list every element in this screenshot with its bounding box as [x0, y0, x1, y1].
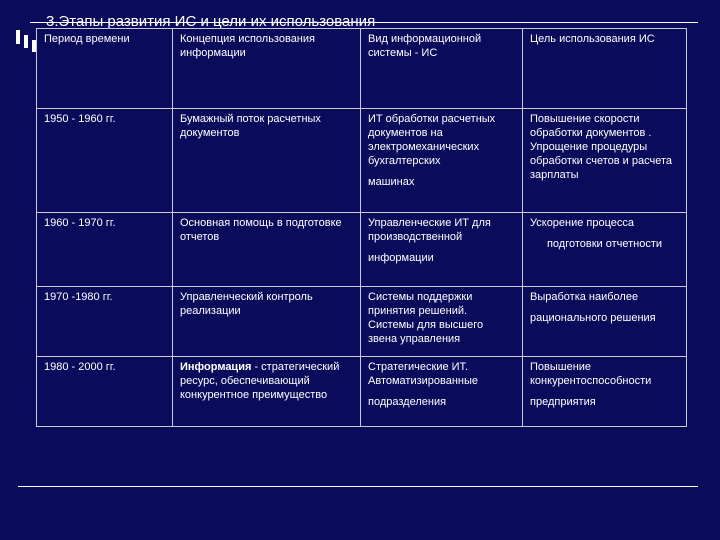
cell-goal: Повышение конкурентоспособности предприя…: [522, 356, 687, 427]
table-row: 1960 - 1970 гг. Основная помощь в подгот…: [36, 212, 687, 287]
concept-text: Управленческий контроль реализации: [180, 291, 313, 317]
table-row: 1980 - 2000 гг. Информация - стратегичес…: [36, 356, 687, 427]
goal-extra-text: подготовки отчетности: [546, 238, 663, 250]
cell-concept: Управленческий контроль реализации: [172, 286, 361, 357]
table-row: 1950 - 1960 гг. Бумажный поток расчетных…: [36, 108, 687, 213]
cell-period: 1980 - 2000 гг.: [36, 356, 173, 427]
goal-text: Ускорение процесса: [530, 217, 635, 229]
table-header-row: Период времени Концепция использования и…: [36, 28, 687, 109]
concept-text: - стратегический ресурс, обеспечивающий …: [180, 361, 340, 401]
cell-goal: Ускорение процесса подготовки отчетности: [522, 212, 687, 287]
cell-period: 1970 -1980 гг.: [36, 286, 173, 357]
goal-extra-text: рационального решения: [530, 312, 656, 324]
cell-period: 1960 - 1970 гг.: [36, 212, 173, 287]
header-goal: Цель использования ИС: [522, 28, 687, 109]
concept-bold-text: Информация: [180, 361, 252, 373]
footer-line: [18, 486, 698, 487]
cell-concept: Информация - стратегический ресурс, обес…: [172, 356, 361, 427]
cell-goal: Выработка наиболее рационального решения: [522, 286, 687, 357]
goal-text: Выработка наиболее: [530, 291, 639, 303]
system-extra-text: машинах: [368, 176, 415, 188]
decor-bar: [16, 30, 20, 44]
cell-system: Системы поддержки принятия решений. Сист…: [360, 286, 523, 357]
cell-period: 1950 - 1960 гг.: [36, 108, 173, 213]
decor-bar: [24, 35, 28, 48]
system-text: Системы поддержки принятия решений. Сист…: [368, 291, 484, 345]
decor-bar: [32, 40, 36, 52]
cell-system: Управленческие ИТ для производственной и…: [360, 212, 523, 287]
system-extra-text: информации: [368, 252, 434, 264]
cell-concept: Основная помощь в подготовке отчетов: [172, 212, 361, 287]
goal-text: Повышение конкурентоспособности: [530, 361, 652, 387]
cell-system: Стратегические ИТ. Автоматизированные по…: [360, 356, 523, 427]
system-text: Управленческие ИТ для производственной: [368, 217, 491, 243]
cell-concept: Бумажный поток расчетных документов: [172, 108, 361, 213]
table-row: 1970 -1980 гг. Управленческий контроль р…: [36, 286, 687, 357]
header-system: Вид информационной системы - ИС: [360, 28, 523, 109]
slide-title: 3.Этапы развития ИС и цели их использова…: [46, 13, 376, 30]
header-period: Период времени: [36, 28, 173, 109]
system-text: Стратегические ИТ. Автоматизированные: [368, 361, 479, 387]
stages-table: Период времени Концепция использования и…: [36, 28, 687, 427]
cell-system: ИТ обработки расчетных документов на эле…: [360, 108, 523, 213]
system-text: ИТ обработки расчетных документов на эле…: [368, 113, 496, 167]
title-underline: [30, 22, 698, 23]
system-extra-text: подразделения: [368, 396, 447, 408]
concept-text: Основная помощь в подготовке отчетов: [180, 217, 342, 243]
header-concept: Концепция использования информации: [172, 28, 361, 109]
concept-text: Бумажный поток расчетных документов: [180, 113, 321, 139]
goal-extra-text: предприятия: [530, 396, 596, 408]
cell-goal: Повышение скорости обработки документов …: [522, 108, 687, 213]
goal-text: Повышение скорости обработки документов …: [530, 113, 673, 181]
